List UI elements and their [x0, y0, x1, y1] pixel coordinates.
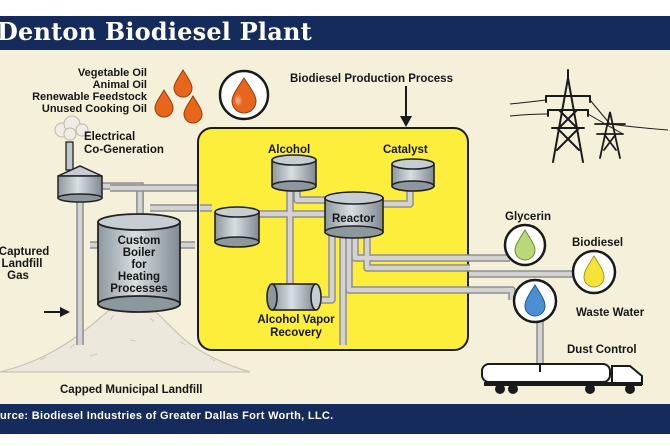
alcohol-label: Alcohol — [268, 144, 310, 156]
boiler-labels: Custom Boiler for Heating Processes — [110, 235, 168, 295]
process-title-label: Biodiesel Production Process — [290, 73, 453, 85]
landfill-gas-arrowhead — [60, 307, 70, 317]
oil-drop-icon — [154, 89, 174, 118]
cogeneration-unit — [57, 141, 103, 203]
oil-drop-icon — [173, 69, 193, 98]
biodiesel-drop-icon — [583, 255, 605, 288]
glycerin-drop-icon — [514, 229, 536, 261]
landfill-label: Capped Municipal Landfill — [60, 384, 202, 396]
water-drop-icon — [524, 284, 546, 317]
reactor-vessel — [324, 191, 384, 239]
boiler-label-line3: for — [131, 259, 147, 271]
glycerin-label: Glycerin — [505, 211, 551, 223]
reactor-label: Reactor — [332, 213, 375, 225]
catalyst-tank — [391, 158, 435, 192]
source-credit: urce: Biodiesel Industries of Greater Da… — [0, 410, 334, 422]
feedstock-labels: Vegetable Oil Animal Oil Renewable Feeds… — [32, 67, 148, 115]
waste-water-badge — [512, 278, 558, 324]
landfill-texture — [39, 314, 216, 362]
cogeneration-label-line1: Electrical — [84, 131, 135, 143]
reactor-pipes — [200, 176, 470, 345]
power-lines — [509, 99, 669, 135]
power-tower-icon — [545, 69, 591, 163]
boiler-tank — [97, 213, 181, 313]
landfill-gas-label-line2: Landfill — [2, 258, 43, 270]
biodiesel-badge — [571, 249, 617, 295]
oil-drop-icon — [183, 95, 203, 124]
feedstock-cooking-oil: Unused Cooking Oil — [42, 103, 147, 115]
source-banner — [0, 404, 670, 434]
vapor-recovery-label-line1: Alcohol Vapor — [257, 314, 335, 326]
boiler-label-line2: Boiler — [123, 247, 156, 259]
feedstock-renewable: Renewable Feedstock — [32, 91, 148, 103]
boiler-label-line1: Custom — [118, 235, 161, 247]
storage-tank — [214, 206, 260, 248]
vapor-recovery-drum — [266, 283, 322, 311]
dust-control-label: Dust Control — [567, 344, 637, 356]
catalyst-label: Catalyst — [383, 144, 428, 156]
landfill-gas-label-line3: Gas — [7, 270, 29, 282]
boiler-label-line5: Processes — [110, 283, 168, 295]
boiler-label-line4: Heating — [118, 271, 160, 283]
alcohol-tank — [271, 154, 317, 192]
title-banner — [0, 16, 670, 50]
feedstock-drops — [154, 69, 203, 124]
smoke-puff — [54, 115, 89, 141]
power-tower-small-icon — [594, 111, 626, 159]
diagram-title: Denton Biodiesel Plant — [0, 17, 312, 46]
feedstock-animal-oil: Animal Oil — [93, 79, 147, 91]
waste-water-label: Waste Water — [576, 307, 645, 319]
vapor-recovery-label-line2: Recovery — [270, 327, 322, 339]
process-arrowhead — [400, 116, 412, 127]
landfill-gas-labels: Captured Landfill Gas — [0, 246, 49, 282]
cogeneration-label-line2: Co-Generation — [84, 144, 164, 156]
tanker-truck-icon — [481, 363, 643, 394]
biodiesel-label: Biodiesel — [572, 237, 623, 249]
landfill-gas-label-line1: Captured — [0, 246, 49, 258]
feedstock-vegetable-oil: Vegetable Oil — [78, 67, 147, 79]
biodiesel-product-badge — [218, 69, 270, 121]
glycerin-badge — [503, 223, 547, 267]
